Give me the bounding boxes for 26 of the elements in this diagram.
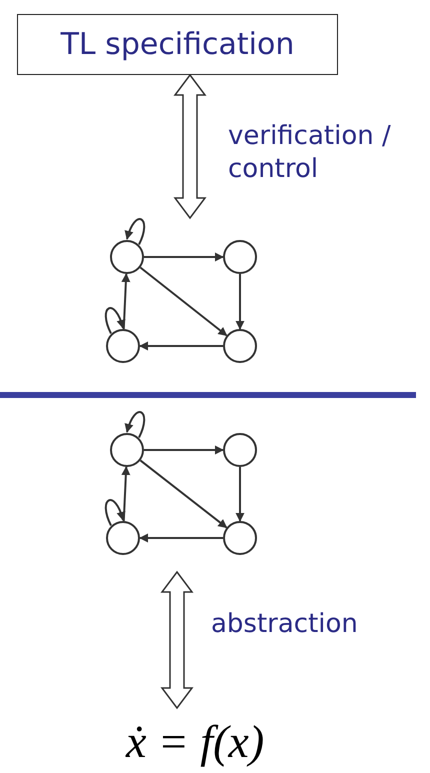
state-circle — [223, 433, 257, 467]
specification-box: TL specification — [17, 14, 338, 75]
arrow — [140, 460, 228, 528]
state-circle — [223, 240, 257, 274]
arrow — [121, 273, 130, 330]
arrow — [140, 266, 228, 336]
state-circle — [106, 521, 140, 555]
double-arrow — [174, 74, 206, 220]
arrow — [236, 274, 244, 330]
arrow — [121, 466, 130, 522]
arrow — [236, 467, 244, 522]
arrow — [139, 534, 223, 542]
state-circle — [110, 240, 144, 274]
state-circle — [223, 329, 257, 363]
state-circle — [106, 329, 140, 363]
equation: ẋ = f(x) — [60, 712, 330, 770]
arrow — [144, 252, 224, 262]
arrow — [104, 307, 125, 334]
double-arrow — [160, 570, 194, 710]
arrow — [144, 446, 224, 454]
arrow — [139, 342, 223, 350]
state-circle — [223, 521, 257, 555]
state-circle — [110, 433, 144, 467]
arrow — [125, 411, 146, 438]
arrow — [104, 499, 125, 526]
arrow — [125, 218, 146, 245]
